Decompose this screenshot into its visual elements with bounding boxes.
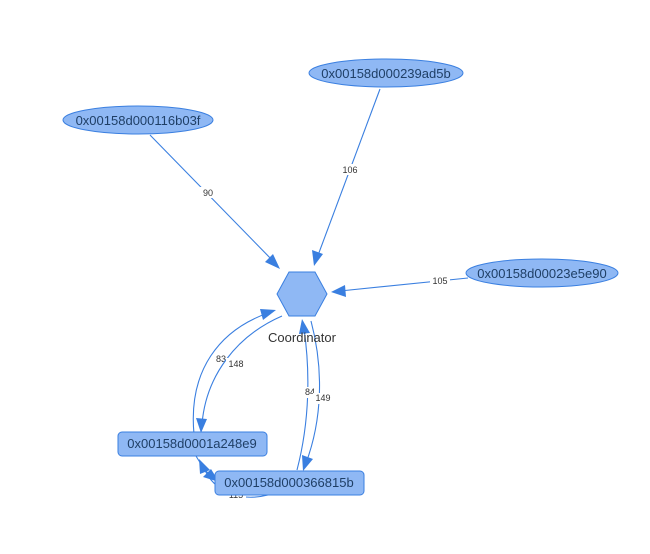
node-label-366815b: 0x00158d000366815b — [224, 475, 353, 490]
coordinator-hexagon-icon — [276, 271, 328, 317]
node-366815b[interactable]: 0x00158d000366815b — [214, 470, 365, 496]
node-1a248e9[interactable]: 0x00158d0001a248e9 — [117, 431, 268, 457]
edge-coordinator-to-366815b[interactable]: 149 — [302, 320, 333, 471]
node-label-116b03f: 0x00158d000116b03f — [76, 113, 201, 128]
node-label-1a248e9: 0x00158d0001a248e9 — [127, 436, 256, 451]
nodes: Coordinator 0x00158d000239ad5b 0x00158d0… — [62, 58, 619, 496]
node-coordinator[interactable]: Coordinator — [268, 271, 337, 345]
node-label-23e5e90: 0x00158d00023e5e90 — [477, 266, 606, 281]
edge-366815b-to-coordinator[interactable]: 84 — [296, 319, 318, 471]
edge-label-149: 149 — [315, 393, 330, 403]
edge-label-90: 90 — [203, 188, 213, 198]
edge-label-148: 148 — [228, 359, 243, 369]
node-239ad5b[interactable]: 0x00158d000239ad5b — [308, 58, 464, 88]
edge-coordinator-to-1a248e9[interactable]: 148 — [196, 315, 283, 433]
edge-116b03f-to-coordinator[interactable]: 90 — [149, 134, 280, 269]
edge-239ad5b-to-coordinator[interactable]: 106 — [312, 88, 381, 266]
edge-23e5e90-to-coordinator[interactable]: 105 — [331, 276, 469, 297]
node-label-coordinator: Coordinator — [268, 330, 337, 345]
edge-1a248e9-to-coordinator[interactable]: 83 — [192, 309, 276, 435]
node-116b03f[interactable]: 0x00158d000116b03f — [62, 105, 214, 135]
edge-label-106: 106 — [342, 165, 357, 175]
edges: 90 106 105 83 148 — [149, 88, 469, 500]
node-label-239ad5b: 0x00158d000239ad5b — [321, 66, 450, 81]
edge-label-105: 105 — [432, 276, 447, 286]
edge-label-84: 84 — [305, 387, 315, 397]
edge-label-83: 83 — [216, 354, 226, 364]
node-23e5e90[interactable]: 0x00158d00023e5e90 — [465, 258, 619, 288]
